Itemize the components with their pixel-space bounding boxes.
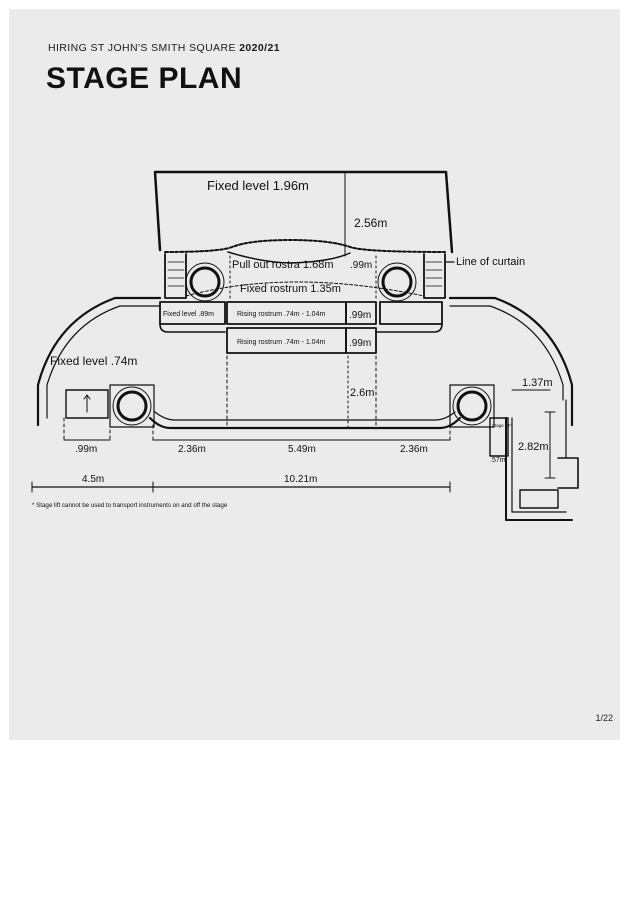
- column-lower-left: [116, 390, 148, 422]
- label-fixed-level-top: Fixed level 1.96m: [207, 178, 309, 193]
- right-wing-wall: [505, 417, 573, 521]
- column-lower-right: [456, 390, 488, 422]
- dim-099-left: .99m: [75, 444, 97, 455]
- kicker-year: 2020/21: [239, 42, 280, 54]
- dim-099-a: .99m: [350, 260, 372, 271]
- right-side-box: [379, 301, 443, 325]
- column-upper-right: [381, 266, 413, 298]
- rising-rostrum-099-box-1: [345, 301, 377, 325]
- stage-front-edge: [148, 416, 462, 430]
- left-tower: [164, 253, 187, 299]
- dim-057: .57m: [490, 457, 506, 464]
- dim-099-b: .99m: [349, 310, 371, 321]
- label-pull-out-rostra: Pull out rostra 1.68m: [232, 259, 334, 271]
- right-lower-box: [519, 489, 559, 509]
- kicker-prefix: HIRING ST JOHN'S SMITH SQUARE: [48, 42, 236, 54]
- page-panel: [9, 9, 620, 740]
- dim-236-right: 2.36m: [400, 444, 428, 455]
- label-fixed-level-74: Fixed level .74m: [50, 354, 137, 368]
- stage-outer-wall: [36, 296, 162, 427]
- fixed-rostrum-curve: [185, 281, 425, 297]
- label-line-of-curtain: Line of curtain: [456, 256, 525, 268]
- label-fixed-rostrum: Fixed rostrum 1.35m: [240, 283, 341, 295]
- right-tower: [423, 253, 446, 299]
- page-title: STAGE PLAN: [46, 62, 243, 95]
- pull-out-rostra-edge: [164, 239, 446, 253]
- stage-lift-box: [489, 417, 509, 457]
- dim-45: 4.5m: [82, 474, 104, 485]
- pull-out-rostra-curve: [227, 251, 351, 264]
- dim-282: 2.82m: [518, 441, 549, 453]
- dim-549: 5.49m: [288, 444, 316, 455]
- label-fixed-level-89: Fixed level .89m: [163, 311, 214, 318]
- footnote: * Stage lift cannot be used to transport…: [32, 502, 228, 509]
- dim-256: 2.56m: [354, 216, 387, 230]
- column-upper-left: [189, 266, 221, 298]
- rising-rostrum-099-box-2: [345, 327, 377, 354]
- label-rising-rostrum-2: Rising rostrum .74m - 1.04m: [237, 339, 325, 346]
- label-rising-rostrum-1: Rising rostrum .74m - 1.04m: [237, 311, 325, 318]
- document-kicker: HIRING ST JOHN'S SMITH SQUARE 2020/21: [48, 42, 280, 54]
- stage-outer-wall-right: [448, 296, 574, 427]
- dim-1021: 10.21m: [284, 474, 317, 485]
- dim-26: 2.6m: [350, 387, 374, 399]
- fixed-level-89-box: [159, 301, 226, 325]
- dim-137: 1.37m: [522, 377, 553, 389]
- label-stage-lift: Stage lift*: [492, 423, 512, 428]
- upper-platform-outline: [153, 170, 454, 254]
- dim-236-left: 2.36m: [178, 444, 206, 455]
- dim-099-c: .99m: [349, 338, 371, 349]
- left-stair-box: [65, 389, 109, 419]
- page-number: 1/22: [595, 713, 613, 723]
